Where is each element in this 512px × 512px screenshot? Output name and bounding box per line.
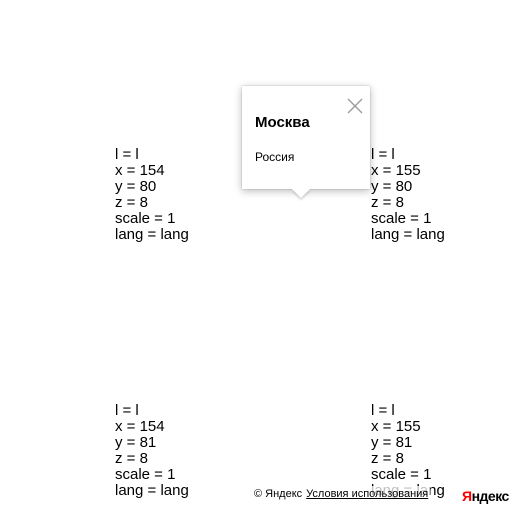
tile-l-label: l = l <box>115 402 139 419</box>
tile-scale-label: scale = 1 <box>115 210 176 227</box>
tile-scale-label: scale = 1 <box>115 466 176 483</box>
tile-x-label: x = 155 <box>371 418 421 435</box>
terms-of-use-link[interactable]: Условия использования <box>306 488 429 500</box>
map-tile-debug: l = l x = 155 y = 80 z = 8 scale = 1 lan… <box>371 147 445 243</box>
logo-first-letter: Я <box>462 488 472 504</box>
map-tile-debug: l = l x = 154 y = 80 z = 8 scale = 1 lan… <box>115 147 189 243</box>
map-copyrights: © Яндекс Условия использования <box>252 486 431 502</box>
tile-l-label: l = l <box>115 146 139 163</box>
logo-rest: ндекс <box>471 488 510 504</box>
tile-y-label: y = 80 <box>371 178 413 195</box>
tile-scale-label: scale = 1 <box>371 466 432 483</box>
map-balloon: Москва Россия <box>242 86 370 198</box>
tile-x-label: x = 154 <box>115 418 165 435</box>
balloon-title: Москва <box>255 114 310 131</box>
tile-scale-label: scale = 1 <box>371 210 432 227</box>
tile-z-label: z = 8 <box>371 450 404 467</box>
tile-y-label: y = 81 <box>115 434 157 451</box>
copyright-text: © Яндекс <box>254 488 303 500</box>
close-icon[interactable] <box>347 98 363 114</box>
map-tile-debug: l = l x = 155 y = 81 z = 8 scale = 1 lan… <box>371 403 445 499</box>
tile-y-label: y = 80 <box>115 178 157 195</box>
tile-lang-label: lang = lang <box>371 226 445 243</box>
map-tile-debug: l = l x = 154 y = 81 z = 8 scale = 1 lan… <box>115 403 189 499</box>
tile-y-label: y = 81 <box>371 434 413 451</box>
tile-l-label: l = l <box>371 402 395 419</box>
tile-z-label: z = 8 <box>115 194 148 211</box>
tile-l-label: l = l <box>371 146 395 163</box>
tile-lang-label: lang = lang <box>115 482 189 499</box>
tile-z-label: z = 8 <box>115 450 148 467</box>
tile-x-label: x = 155 <box>371 162 421 179</box>
balloon-body: Россия <box>255 150 295 164</box>
yandex-logo[interactable]: Яндекс <box>462 488 509 504</box>
balloon-tail <box>292 189 310 198</box>
tile-lang-label: lang = lang <box>115 226 189 243</box>
tile-z-label: z = 8 <box>371 194 404 211</box>
tile-x-label: x = 154 <box>115 162 165 179</box>
